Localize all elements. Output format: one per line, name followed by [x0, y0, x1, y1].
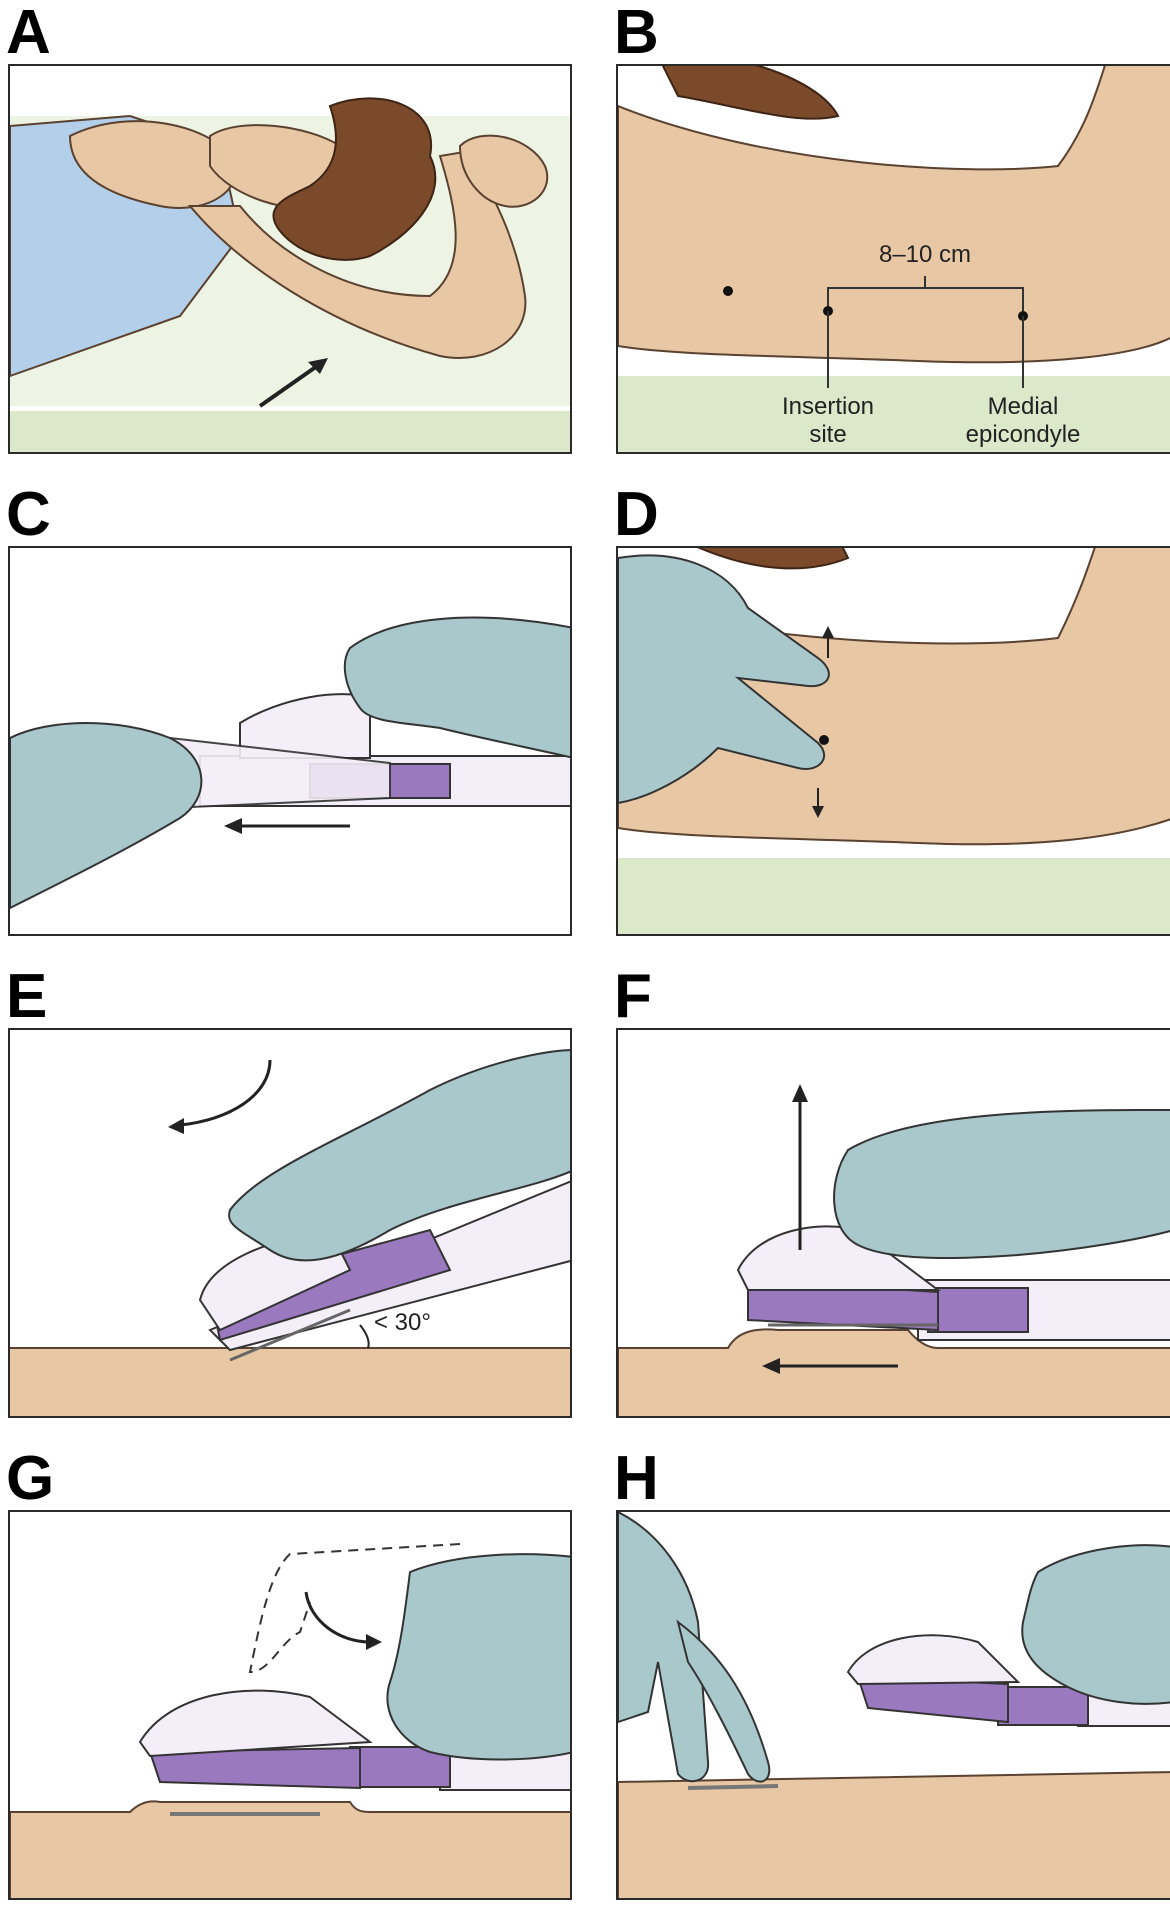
medial-epicondyle-label-line2: epicondyle: [966, 421, 1081, 448]
panel-label-h: H: [614, 1444, 659, 1513]
distance-label: 8–10 cm: [879, 241, 971, 268]
panel-a-illustration: [10, 66, 570, 452]
panel-label-e: E: [6, 962, 48, 1031]
panel-d-stretch-skin: [616, 546, 1170, 936]
panel-label-d: D: [614, 480, 659, 549]
panel-b-illustration: 8–10 cm Insertion site Medial epicondyle: [618, 66, 1170, 452]
panel-e-illustration: < 30°: [10, 1030, 570, 1416]
panel-h-illustration: [618, 1512, 1170, 1898]
insertion-site-label-line2: site: [809, 421, 846, 448]
panel-label-g: G: [6, 1444, 55, 1513]
panel-f-advance-applicator: [616, 1028, 1170, 1418]
panel-label-b: B: [614, 0, 659, 67]
panel-g-illustration: [10, 1512, 570, 1898]
panel-h-verify-implant: [616, 1510, 1170, 1900]
panel-c-remove-cap: [8, 546, 572, 936]
panel-g-withdraw-applicator: [8, 1510, 572, 1900]
panel-label-f: F: [614, 962, 652, 1031]
panel-b-insertion-site: 8–10 cm Insertion site Medial epicondyle: [616, 64, 1170, 454]
panel-label-a: A: [6, 0, 51, 67]
panel-label-c: C: [6, 480, 51, 549]
panel-d-illustration: [618, 548, 1170, 934]
medial-epicondyle-label-line1: Medial: [988, 393, 1059, 420]
insertion-angle-label: < 30°: [374, 1309, 431, 1336]
insertion-site-label-line1: Insertion: [782, 393, 874, 420]
panel-e-insert-needle: < 30°: [8, 1028, 572, 1418]
panel-f-illustration: [618, 1030, 1170, 1416]
panel-c-illustration: [10, 548, 570, 934]
panel-a-patient-position: [8, 64, 572, 454]
